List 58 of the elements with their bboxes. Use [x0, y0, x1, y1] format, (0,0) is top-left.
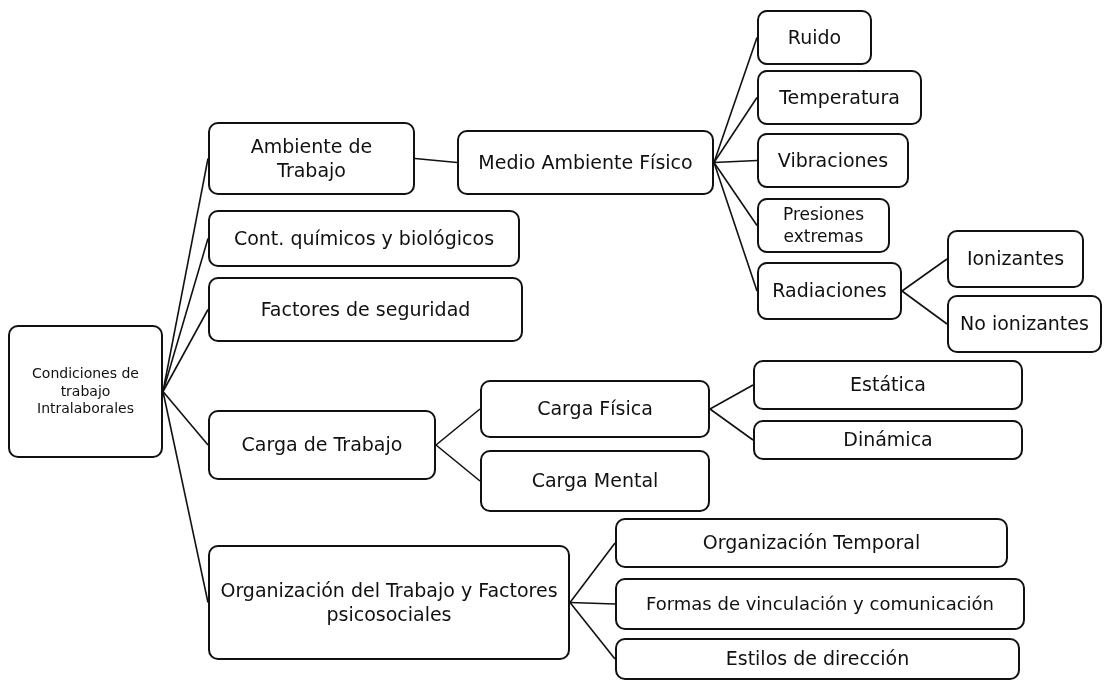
node-label: Organización Temporal	[702, 531, 921, 555]
rounded-box	[208, 277, 523, 342]
node-label: Condiciones de trabajo Intralaborales	[31, 365, 140, 418]
connector-line	[709, 408, 754, 441]
connector-line	[435, 444, 481, 482]
connector-line	[569, 601, 616, 660]
rounded-box	[757, 198, 890, 253]
connector-line	[162, 390, 209, 446]
node-label: Radiaciones	[772, 279, 887, 303]
node-label: Ionizantes	[966, 247, 1065, 271]
rounded-box	[480, 380, 710, 438]
node-label: Carga de Trabajo	[241, 433, 403, 457]
rounded-box	[615, 638, 1020, 680]
node-label: Carga Mental	[531, 469, 659, 493]
node-label: Cont. químicos y biológicos	[233, 226, 495, 251]
node-label: Estilos de dirección	[725, 647, 910, 671]
rounded-box	[208, 410, 436, 480]
rounded-box	[615, 518, 1008, 568]
rounded-box	[753, 420, 1023, 460]
connector-line	[162, 308, 209, 393]
connector-line	[901, 290, 948, 325]
rounded-box	[208, 122, 415, 195]
connector-line	[901, 258, 948, 292]
node-label: Ruido	[787, 25, 842, 50]
connector-line	[713, 159, 758, 164]
node-label: Dinámica	[843, 428, 933, 452]
node-label: Presiones extremas	[781, 204, 866, 247]
rounded-box	[208, 545, 570, 660]
connector-line	[414, 157, 458, 164]
rounded-box	[753, 360, 1023, 410]
rounded-box	[480, 450, 710, 512]
rounded-box	[208, 210, 520, 267]
node-label: Temperatura	[779, 85, 900, 110]
connector-line	[569, 542, 616, 604]
node-label: Carga Física	[537, 397, 653, 421]
connector-line	[713, 161, 758, 227]
node-label: Medio Ambiente Físico	[478, 150, 693, 175]
rounded-box	[947, 230, 1084, 288]
node-label: No ionizantes	[960, 312, 1089, 336]
rounded-box	[757, 133, 909, 188]
rounded-box	[757, 262, 902, 320]
rounded-box	[457, 130, 714, 195]
rounded-box	[947, 295, 1102, 353]
node-label: Ambiente de Trabajo	[249, 134, 374, 183]
connector-line	[435, 408, 481, 446]
node-label: Vibraciones	[777, 148, 889, 173]
rounded-box	[757, 70, 922, 125]
connector-line	[713, 161, 758, 292]
node-label: Estática	[850, 373, 926, 397]
connector-line	[713, 96, 758, 164]
rounded-box	[615, 578, 1025, 630]
connector-line	[709, 384, 754, 410]
node-label: Formas de vinculación y comunicación	[646, 592, 994, 616]
node-label: Organización del Trabajo y Factores psicosociales	[219, 578, 559, 627]
rounded-box	[8, 325, 163, 458]
node-label: Factores de seguridad	[260, 297, 471, 322]
rounded-box	[757, 10, 872, 65]
connector-line	[569, 601, 616, 605]
